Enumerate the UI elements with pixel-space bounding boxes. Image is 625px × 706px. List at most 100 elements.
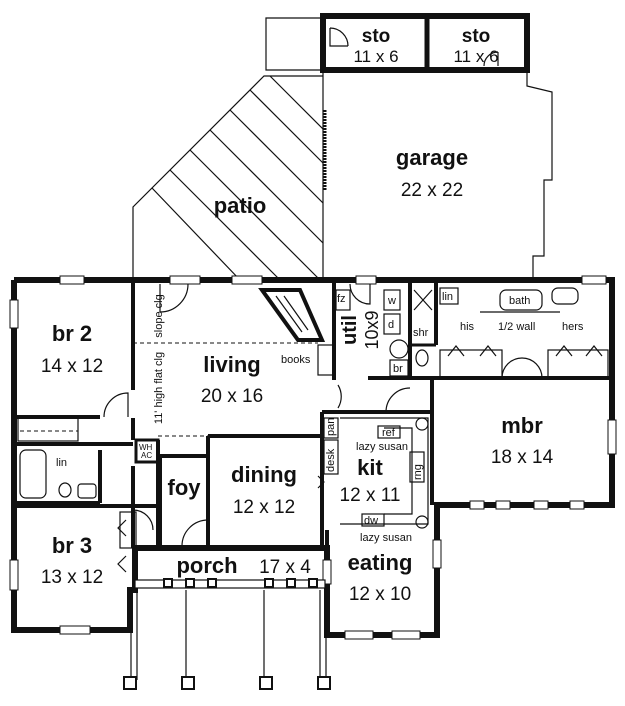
window	[9, 559, 19, 591]
util-door-swing	[385, 387, 411, 413]
w-note: w	[387, 295, 396, 307]
living-size: 20 x 16	[201, 386, 263, 407]
fireplace-hatching	[267, 295, 309, 337]
toilet	[58, 482, 72, 498]
flat-clg-note: 11' high flat clg	[153, 352, 165, 424]
pantry	[323, 417, 339, 439]
bookshelf	[317, 344, 335, 376]
porch-column	[207, 578, 217, 588]
kit-size: 12 x 11	[340, 485, 401, 506]
window	[169, 275, 201, 285]
window	[533, 500, 549, 510]
window	[495, 500, 511, 510]
br2-name: br 2	[52, 321, 92, 346]
kit-name: kit	[357, 455, 383, 480]
bathtub-master	[499, 289, 543, 311]
br2-closet	[17, 416, 79, 442]
porch-area	[123, 546, 331, 690]
garage-door-swing	[349, 283, 371, 305]
living-name: living	[203, 352, 260, 377]
range	[409, 451, 425, 483]
sto2-door-swing	[483, 51, 499, 67]
sink	[77, 483, 97, 499]
patio-line	[189, 149, 321, 281]
patio-line	[151, 187, 241, 281]
hers-note: hers	[562, 321, 584, 333]
porch-floor	[134, 579, 326, 589]
vanity-right	[551, 287, 579, 305]
lazy-susan-top-note: lazy susan	[356, 441, 408, 453]
mbr-size: 18 x 14	[491, 447, 554, 468]
washer	[383, 289, 401, 311]
his-note: his	[460, 321, 475, 333]
util-size: 10x9	[362, 310, 382, 349]
lazy-susan-top	[415, 417, 429, 431]
sto2-size: 11 x 6	[453, 47, 498, 66]
refrigerator	[377, 425, 401, 439]
sto1-name: sto	[362, 26, 391, 47]
br3-name: br 3	[52, 533, 92, 558]
patio-area	[132, 75, 324, 281]
pan-note: pan	[325, 418, 337, 436]
window	[607, 419, 617, 455]
post	[181, 676, 195, 690]
lazy-susan-bottom-note: lazy susan	[360, 532, 412, 544]
eating-name: eating	[348, 550, 413, 575]
freezer	[335, 289, 351, 311]
br3-size: 13 x 12	[41, 567, 103, 588]
garage-size: 22 x 22	[401, 180, 463, 201]
lin-closet-master	[439, 287, 459, 305]
sto1-door-swing	[329, 27, 349, 47]
window	[59, 625, 91, 635]
window	[581, 275, 607, 285]
plan-notes: slope clg 11' high flat clg books fz w d…	[56, 291, 584, 544]
desk-note: desk	[325, 448, 337, 472]
patio-line	[169, 169, 281, 281]
br-small-closet	[389, 359, 409, 377]
half-wall-note: 1/2 wall	[498, 321, 535, 333]
patio-line	[269, 75, 324, 130]
kitchen-counter-inner	[384, 427, 413, 515]
window	[569, 500, 585, 510]
rng-note: rng	[412, 464, 424, 480]
eating-size: 12 x 10	[349, 584, 411, 605]
post	[317, 676, 331, 690]
porch-column	[163, 578, 173, 588]
front-door-swing	[181, 519, 209, 547]
garage-right-outline	[526, 70, 553, 280]
window	[344, 630, 374, 640]
patio-name: patio	[214, 193, 267, 218]
sto1-size: 11 x 6	[353, 47, 398, 66]
garage-name: garage	[396, 145, 468, 170]
shower-x	[413, 289, 433, 311]
window	[355, 275, 377, 285]
sto2-name: sto	[462, 26, 491, 47]
master-toilet	[415, 349, 429, 367]
patio-line	[229, 109, 324, 204]
hers-closet-doors	[555, 345, 603, 357]
room-labels: sto 11 x 6 sto 11 x 6 garage 22 x 22 pat…	[41, 26, 554, 605]
dining-kitchen-opening	[317, 475, 325, 489]
window	[322, 559, 332, 585]
porch-column	[286, 578, 296, 588]
dw-note: dw	[364, 515, 378, 527]
br2-door-swing	[103, 392, 129, 418]
window	[391, 630, 421, 640]
porch-name: porch	[176, 553, 237, 578]
lazy-susan-bottom	[415, 515, 429, 529]
ac-note: AC	[141, 451, 152, 460]
fireplace	[258, 288, 326, 342]
ref-note: ref	[382, 427, 396, 439]
patio-line	[249, 89, 324, 164]
his-closet	[439, 349, 503, 379]
window	[59, 275, 85, 285]
d-note: d	[388, 319, 394, 331]
shr-note: shr	[413, 327, 429, 339]
closet-bifold	[117, 519, 127, 573]
wh-util	[389, 339, 409, 359]
porch-column	[185, 578, 195, 588]
patio-outline	[132, 75, 323, 280]
wh-note: WH	[139, 443, 153, 452]
br3-door-swing	[132, 509, 154, 531]
